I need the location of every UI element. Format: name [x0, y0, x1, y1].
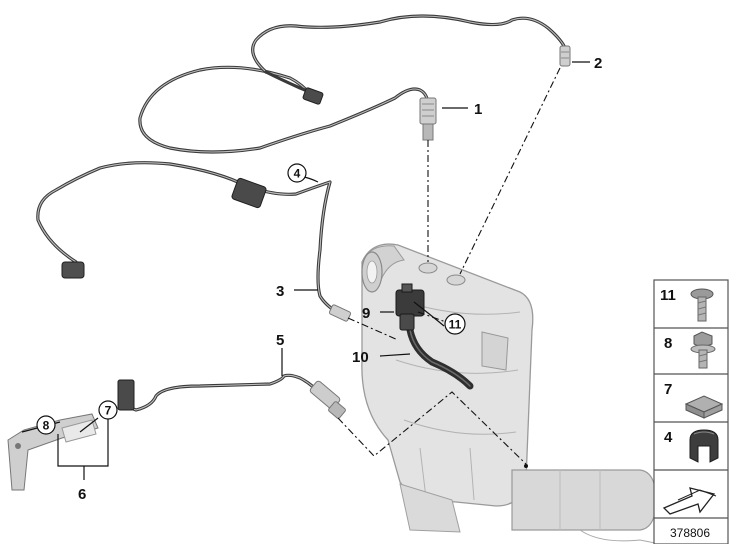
legend-row-11: 11 [660, 287, 714, 322]
legend-row-4: 4 [664, 429, 719, 463]
legend-number: 11 [660, 287, 676, 304]
callout-circle [444, 313, 466, 335]
callout-6: 6 [78, 486, 86, 503]
callout-9: 9 [362, 305, 370, 322]
callout-8: 8 [43, 419, 50, 433]
legend-number: 8 [664, 335, 672, 352]
callout-11: 11 [449, 318, 462, 332]
screw-icon [690, 288, 714, 322]
arrow-icon [662, 487, 717, 515]
hardware-legend: 11 8 7 [653, 279, 729, 544]
callout-7: 7 [105, 404, 112, 418]
callout-labels: 1 2 3 4 5 6 7 8 9 10 11 [36, 55, 602, 503]
legend-row-8: 8 [664, 331, 716, 369]
connector-plug [61, 261, 85, 279]
image-id-label: 378806 [670, 526, 710, 540]
assembly-guide-lines [337, 67, 561, 468]
callout-1: 1 [474, 101, 482, 118]
clip-icon [684, 395, 724, 419]
legend-number: 4 [664, 429, 673, 446]
hex-bolt-icon [690, 331, 716, 369]
legend-row-7: 7 [664, 381, 724, 419]
exhaust-sensor-item-3 [328, 304, 352, 322]
connector-plug [302, 87, 324, 105]
callout-circle [287, 163, 307, 183]
callout-10: 10 [352, 349, 369, 366]
callout-3: 3 [276, 283, 284, 300]
callout-2: 2 [594, 55, 602, 72]
exhaust-sensor-item-1 [419, 97, 437, 141]
exhaust-sensor-item-2 [559, 45, 571, 67]
connector-plug [117, 379, 135, 411]
legend-number: 7 [664, 381, 672, 398]
clamp-clip-icon [689, 429, 719, 463]
pressure-sensor-item-9 [395, 283, 425, 331]
connector-plug [231, 177, 267, 209]
callout-circle [36, 415, 56, 435]
exhaust-sensor-item-5 [309, 380, 346, 419]
callout-circle [98, 400, 118, 420]
callout-4: 4 [294, 167, 301, 181]
callout-5: 5 [276, 332, 284, 349]
wiring-connector-group [61, 87, 324, 411]
